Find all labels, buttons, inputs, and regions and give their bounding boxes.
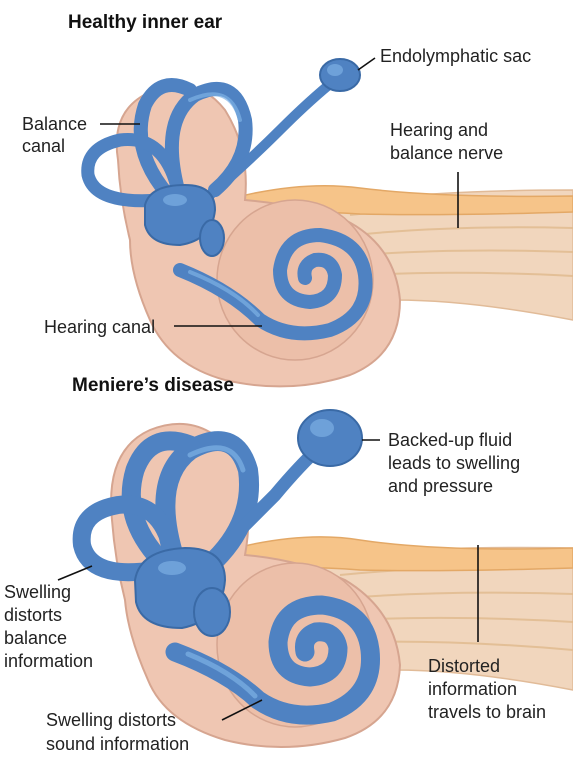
label-hearing-canal: Hearing canal <box>44 317 155 337</box>
swollen-endolymphatic-sac-shape <box>298 410 362 466</box>
label-endolymphatic-sac: Endolymphatic sac <box>380 46 531 66</box>
label-distorted-line3: travels to brain <box>428 702 546 722</box>
label-distorted-line1: Distorted <box>428 656 500 676</box>
label-nerve-line2: balance nerve <box>390 143 503 163</box>
label-swelling-balance-line1: Swelling <box>4 582 71 602</box>
label-swelling-balance-line3: balance <box>4 628 67 648</box>
healthy-title: Healthy inner ear <box>68 12 223 33</box>
label-distorted-line2: information <box>428 679 517 699</box>
menieres-title: Meniere’s disease <box>72 375 234 396</box>
label-swelling-sound-line1: Swelling distorts <box>46 710 176 730</box>
label-swelling-balance-line4: information <box>4 651 93 671</box>
label-nerve-line1: Hearing and <box>390 120 488 140</box>
label-balance-canal-line1: Balance <box>22 114 87 134</box>
label-fluid-line1: Backed-up fluid <box>388 430 512 450</box>
leader-endolymphatic-sac <box>358 58 375 70</box>
menieres-panel: Meniere’s disease <box>4 375 573 754</box>
label-fluid-line2: leads to swelling <box>388 453 520 473</box>
label-swelling-balance-line2: distorts <box>4 605 62 625</box>
label-balance-canal-line2: canal <box>22 136 65 156</box>
label-fluid-line3: and pressure <box>388 476 493 496</box>
label-swelling-sound-line2: sound information <box>46 734 189 754</box>
leader-swelling-balance <box>58 566 92 580</box>
healthy-panel: Healthy inner ear <box>22 12 573 386</box>
endolymphatic-sac-shape <box>320 59 360 91</box>
